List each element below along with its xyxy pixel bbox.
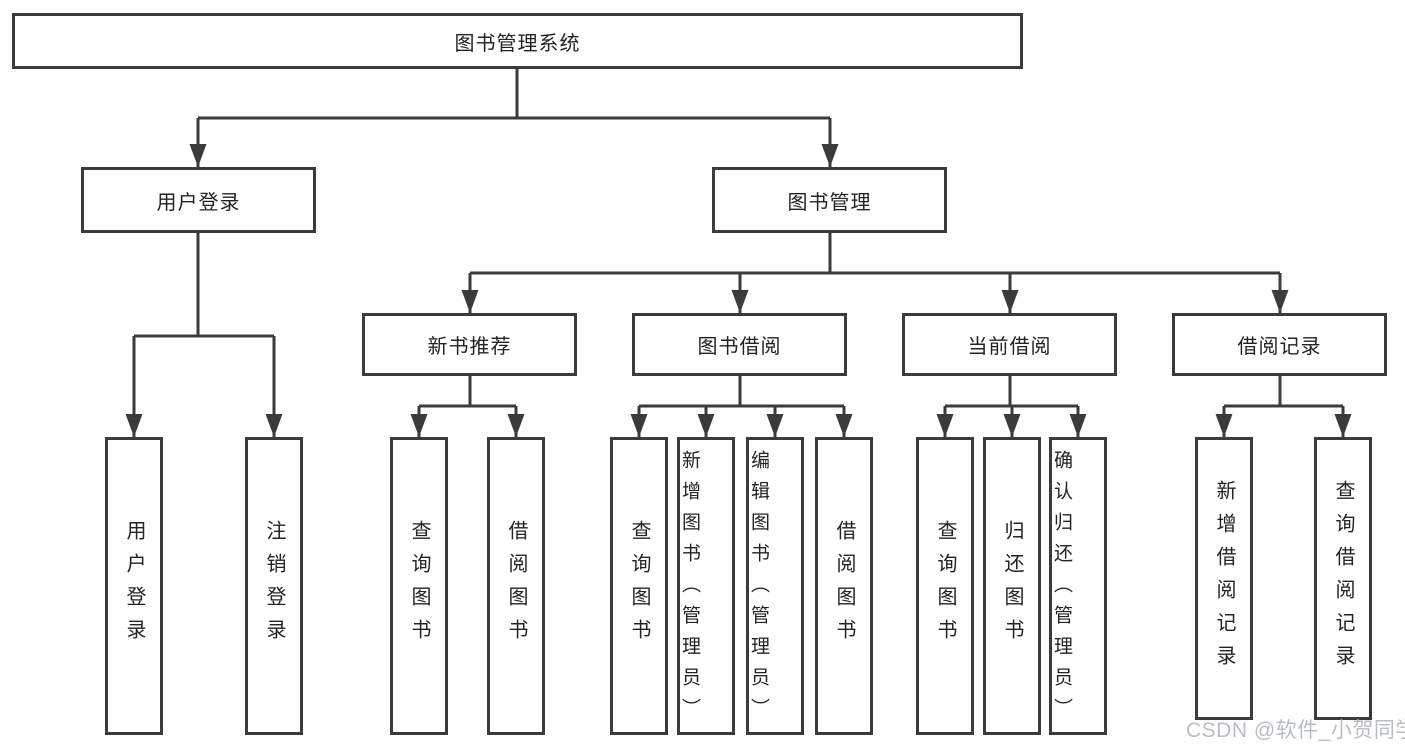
leaf-label: 查询图书 — [934, 520, 956, 652]
leaf-label: 查询借阅记录 — [1332, 479, 1354, 678]
leaf-query-borrow-record: 查询借阅记录 — [1314, 437, 1372, 720]
leaf-label: 查询图书 — [628, 520, 650, 652]
node-label: 借阅记录 — [1237, 336, 1322, 358]
leaf-query-books: 查询图书 — [916, 437, 974, 735]
node-new-book-recommendation: 新书推荐 — [362, 313, 577, 376]
leaf-return-books: 归还图书 — [983, 437, 1041, 735]
node-book-borrowing: 图书借阅 — [632, 313, 847, 376]
node-library-management-system: 图书管理系统 — [12, 13, 1023, 69]
leaf-label: 查询图书 — [408, 520, 430, 652]
node-label: 图书管理系统 — [454, 32, 581, 55]
node-label: 图书借阅 — [697, 336, 782, 358]
leaf-label: 编辑图书（管理员） — [748, 450, 769, 729]
leaf-label: 用户登录 — [123, 520, 145, 652]
leaf-label: 归还图书 — [1001, 520, 1023, 652]
leaf-logout: 注销登录 — [245, 437, 303, 735]
leaf-add-borrow-record: 新增借阅记录 — [1195, 437, 1253, 720]
leaf-query-books: 查询图书 — [610, 437, 668, 735]
node-label: 当前借阅 — [967, 336, 1052, 358]
leaf-label: 注销登录 — [263, 520, 285, 652]
node-user-login-branch: 用户登录 — [81, 167, 316, 233]
leaf-label: 新增图书（管理员） — [679, 450, 700, 729]
leaf-borrow-books: 借阅图书 — [487, 437, 545, 735]
node-label: 图书管理 — [787, 191, 872, 214]
leaf-label: 新增借阅记录 — [1213, 479, 1235, 678]
node-book-management-branch: 图书管理 — [712, 167, 947, 233]
node-label: 新书推荐 — [427, 336, 512, 358]
node-current-borrowing: 当前借阅 — [902, 313, 1117, 376]
leaf-confirm-return-admin: 确认归还（管理员） — [1049, 437, 1107, 735]
leaf-label: 确认归还（管理员） — [1051, 450, 1072, 729]
leaf-borrow-books: 借阅图书 — [815, 437, 873, 735]
csdn-watermark: CSDN @软件_小贺同学 — [1186, 719, 1405, 742]
leaf-query-books: 查询图书 — [390, 437, 448, 735]
leaf-label: 借阅图书 — [505, 520, 527, 652]
node-borrowing-records: 借阅记录 — [1172, 313, 1387, 376]
leaf-edit-books-admin: 编辑图书（管理员） — [746, 437, 804, 735]
leaf-label: 借阅图书 — [833, 520, 855, 652]
node-label: 用户登录 — [156, 191, 241, 214]
leaf-user-login: 用户登录 — [105, 437, 163, 735]
leaf-add-books-admin: 新增图书（管理员） — [677, 437, 735, 735]
